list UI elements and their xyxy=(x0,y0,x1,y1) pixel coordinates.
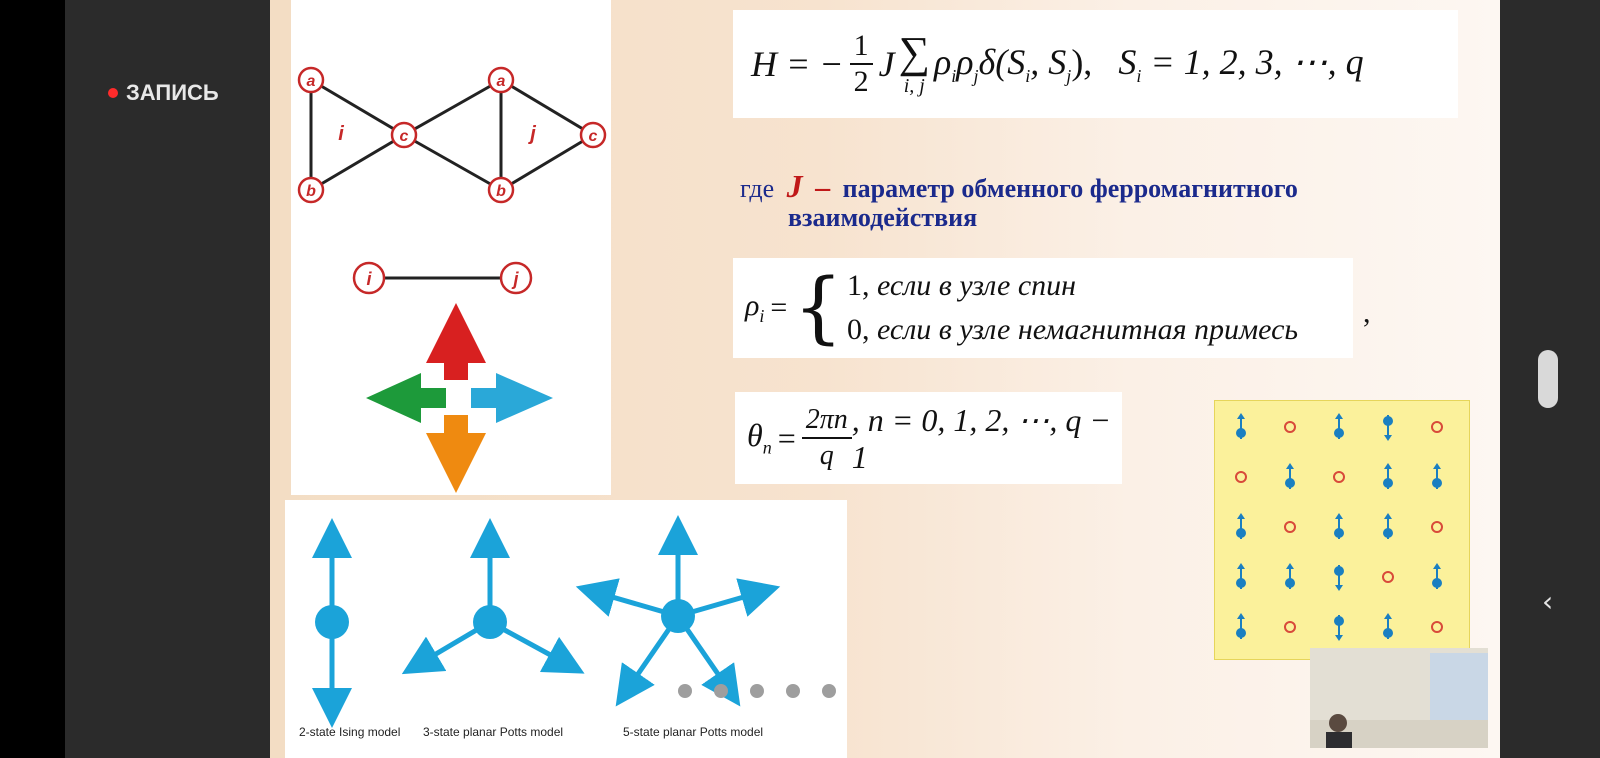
ising-model-label: 2-state Ising model xyxy=(299,725,401,739)
camera-scene xyxy=(1310,648,1488,748)
node-label-c1: c xyxy=(400,128,409,145)
half-numerator: 1 xyxy=(849,29,873,65)
bond-node-i: i xyxy=(366,269,372,289)
node-label-b1: b xyxy=(306,183,316,200)
arrow-down-orange-icon xyxy=(426,415,486,493)
where-word: где xyxy=(740,174,775,203)
potts3-model-label: 3-state planar Potts model xyxy=(423,725,564,739)
node-label-b2: b xyxy=(496,183,506,200)
camera-preview[interactable] xyxy=(1310,648,1488,748)
triangle-graph: a b c a b c i j xyxy=(297,66,607,204)
sum-block: ∑ i, j xyxy=(898,27,930,98)
rho-case-0: 0, если в узле немагнитная примесь xyxy=(846,313,1299,346)
theta-rest: , n = 0, 1, 2, ⋯, q − 1 xyxy=(851,401,1111,475)
h-left: H = − xyxy=(751,44,844,84)
rho-comma: , xyxy=(1363,296,1371,329)
spin-definition: Si = 1, 2, 3, ⋯, q xyxy=(1118,41,1364,87)
pager-dot-2[interactable] xyxy=(714,684,728,698)
scrollbar-thumb[interactable] xyxy=(1538,350,1558,408)
node-label-a2: a xyxy=(497,73,506,90)
rho-i: ρi xyxy=(933,41,957,87)
graph-panel: a b c a b c i j i j xyxy=(291,0,611,495)
theta-numerator: 2πn xyxy=(801,403,852,439)
sum-symbol: ∑ xyxy=(898,27,930,77)
slide-pager xyxy=(678,684,836,698)
bond-node-j: j xyxy=(511,269,519,289)
theta-equals: = xyxy=(777,419,796,456)
exchange-j: J xyxy=(878,44,895,84)
arrow-left-green-icon xyxy=(366,373,446,423)
node-label-c2: c xyxy=(589,128,598,145)
where-j: J xyxy=(786,168,803,204)
delta-term: δ(Si, Sj), xyxy=(978,41,1093,87)
potts5-model-label: 5-state planar Potts model xyxy=(623,725,764,739)
chevron-left-icon[interactable]: ‹ xyxy=(1542,585,1554,618)
pager-dot-5[interactable] xyxy=(822,684,836,698)
hamiltonian-formula: H = − 1 2 J ∑ i, j ρi ρj δ(Si, Sj), Si =… xyxy=(733,10,1458,118)
rho-formula: ρi = { 1, если в узле спин 0, если в узл… xyxy=(733,258,1353,358)
where-definition: где J – параметр обменного ферромагнитно… xyxy=(740,168,1298,205)
arrow-right-blue-icon xyxy=(471,373,553,423)
where-line2: взаимодействия xyxy=(788,203,978,232)
rho-j: ρj xyxy=(956,41,979,87)
node-label-a1: a xyxy=(307,73,316,90)
diluted-lattice xyxy=(1214,400,1470,660)
left-sidebar-area xyxy=(65,0,270,758)
lattice-svg xyxy=(1235,413,1443,641)
half-denominator: 2 xyxy=(853,65,869,98)
pager-dot-1[interactable] xyxy=(678,684,692,698)
four-state-arrows xyxy=(366,303,553,493)
where-line1: параметр обменного ферромагнитного xyxy=(842,174,1298,203)
bond-diagram: i j xyxy=(352,261,553,493)
potts-models-diagram xyxy=(312,515,781,728)
recording-indicator: ЗАПИСЬ xyxy=(108,80,219,106)
theta-formula: θn = 2πn q , n = 0, 1, 2, ⋯, q − 1 xyxy=(735,392,1122,484)
triangle-label-j: j xyxy=(527,123,536,145)
triangle-label-i: i xyxy=(338,123,344,145)
arrow-up-red-icon xyxy=(426,303,486,380)
presentation-slide: a b c a b c i j i j xyxy=(270,0,1500,758)
recording-dot-icon xyxy=(108,88,118,98)
theta-left: θn xyxy=(747,417,772,458)
rho-cases: 1, если в узле спин 0, если в узле немаг… xyxy=(847,264,1298,352)
pager-dot-4[interactable] xyxy=(786,684,800,698)
rho-case-1: 1, если в узле спин xyxy=(846,269,1077,302)
rho-equals: = xyxy=(770,291,788,324)
pager-dot-3[interactable] xyxy=(750,684,764,698)
theta-denominator: q xyxy=(819,440,834,471)
recording-label: ЗАПИСЬ xyxy=(126,80,219,105)
potts-models-panel: 2-state Ising model 3-state planar Potts… xyxy=(285,500,847,758)
where-dash: – xyxy=(815,171,831,204)
rho-left: ρi xyxy=(745,289,765,326)
half-fraction: 1 2 xyxy=(849,29,873,99)
theta-fraction: 2πn q xyxy=(801,403,852,473)
sum-index: i, j xyxy=(903,74,925,97)
rho-brace: { xyxy=(793,263,843,353)
